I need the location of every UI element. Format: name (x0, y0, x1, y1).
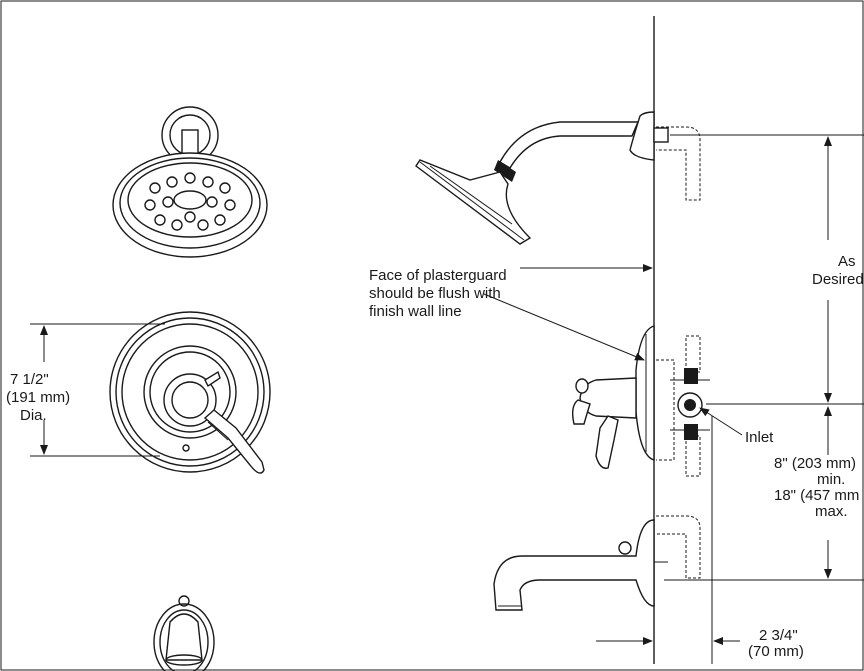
valve-side-icon (571, 325, 710, 477)
dia-label-1: 7 1/2" (10, 371, 49, 388)
height-label-4: max. (815, 503, 848, 520)
inlet-label: Inlet (745, 429, 774, 446)
plasterguard-label-2: should be flush with (369, 285, 501, 302)
height-label-1: 8" (203 mm) (774, 455, 856, 472)
plasterguard-label-1: Face of plasterguard (369, 267, 507, 284)
showerhead-side-icon (415, 111, 701, 245)
plasterguard-leader-arrow (483, 293, 645, 361)
as-desired-label-1: As (838, 253, 856, 270)
depth-dimension (596, 416, 740, 664)
tub-spout-front-icon (153, 595, 215, 671)
valve-trim-front-icon (109, 311, 271, 474)
depth-label-1: 2 3/4" (759, 627, 798, 644)
spout-height-dimension (664, 406, 864, 581)
height-label-2: min. (817, 471, 845, 488)
as-desired-dimension (670, 134, 864, 405)
diameter-dimension (30, 323, 165, 457)
tub-spout-side-icon (493, 515, 701, 611)
dia-label-3: Dia. (20, 407, 47, 424)
as-desired-label-2: Desired (812, 271, 864, 288)
showerhead-front-icon (112, 106, 268, 258)
height-label-3: 18" (457 mm (774, 487, 859, 504)
inlet-leader-arrow (699, 407, 743, 436)
plasterguard-label-3: finish wall line (369, 303, 462, 320)
dia-label-2: (191 mm) (6, 389, 70, 406)
depth-label-2: (70 mm) (748, 643, 804, 660)
